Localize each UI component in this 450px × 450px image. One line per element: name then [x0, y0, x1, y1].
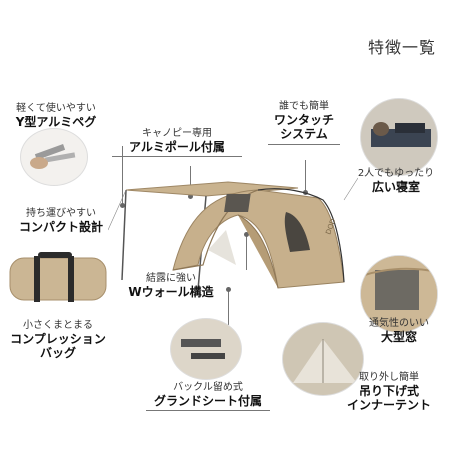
ground-sheet-callout: バックル留め式 グランドシート付属: [146, 382, 270, 412]
window-photo: [360, 255, 438, 333]
bag-callout: 小さくまとまる コンプレッション バッグ: [10, 320, 106, 361]
pegs-callout: 軽くて使いやすい Y型アルミペグ: [15, 103, 97, 129]
leader-dot: [188, 194, 193, 199]
one-touch-callout: 誰でも簡単 ワンタッチ システム: [268, 101, 340, 145]
page-title: 特徴一覧: [367, 38, 436, 57]
window-callout: 通気性のいい 大型窓: [369, 318, 429, 344]
leader-line: [122, 146, 123, 206]
inner-tent-callout: 取り外し簡単 吊り下げ式 インナーテント: [346, 372, 431, 413]
tent-image: DOD: [108, 170, 358, 310]
inner-tent-photo: [282, 322, 364, 396]
pegs-photo: [20, 128, 88, 186]
leader-line: [246, 235, 247, 270]
bag-image: [8, 250, 108, 306]
leader-dot: [244, 232, 249, 237]
canopy-pole-callout: キャノピー専用 アルミポール付属: [112, 128, 242, 158]
ground-sheet-photo: [170, 318, 242, 380]
leader-dot: [120, 203, 125, 208]
leader-line: [190, 166, 191, 196]
w-wall-callout: 結露に強い Wウォール構造: [128, 273, 214, 299]
leader-line: [228, 290, 229, 325]
bedroom-callout: 2人でもゆったり 広い寝室: [357, 168, 435, 194]
compact-callout: 持ち運びやすい コンパクト設計: [18, 208, 103, 234]
bedroom-photo: [360, 98, 438, 176]
leader-line: [305, 160, 306, 192]
leader-dot: [226, 287, 231, 292]
